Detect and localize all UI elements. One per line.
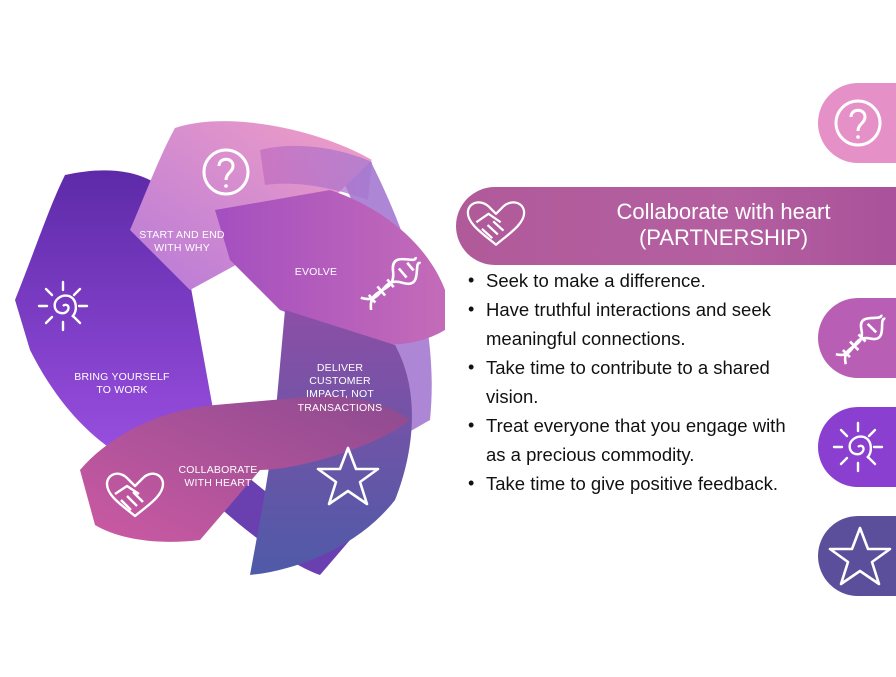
panel-title-line1: Collaborate with heart [616, 199, 831, 224]
svg-text:TO WORK: TO WORK [96, 384, 147, 396]
handshake-icon [105, 472, 165, 518]
dna-icon [360, 256, 422, 311]
star-icon [316, 446, 380, 506]
bullet-item: Treat everyone that you engage with as a… [466, 411, 806, 469]
svg-text:CUSTOMER: CUSTOMER [309, 375, 371, 387]
segment-label-why: START AND END WITH WHY [139, 229, 225, 254]
bullet-item: Take time to give positive feedback. [466, 469, 806, 498]
side-tab-evolve[interactable] [818, 298, 896, 378]
side-tab-bring[interactable] [818, 407, 896, 487]
svg-text:DELIVER: DELIVER [317, 362, 364, 374]
bullet-item: Seek to make a difference. [466, 266, 806, 295]
panel-title-line2: (PARTNERSHIP) [638, 225, 809, 250]
question-icon [202, 148, 250, 196]
bullet-item: Take time to contribute to a shared visi… [466, 353, 806, 411]
handshake-icon [466, 201, 526, 246]
svg-text:IMPACT, NOT: IMPACT, NOT [306, 388, 374, 400]
ribbon-top-curl [260, 145, 372, 200]
segment-evolve [215, 190, 445, 345]
svg-text:BRING YOURSELF: BRING YOURSELF [74, 371, 169, 383]
side-tab-why[interactable] [818, 83, 896, 163]
svg-text:START AND END: START AND END [139, 229, 225, 241]
dna-icon [835, 314, 886, 365]
segment-label-evolve: EVOLVE [295, 266, 337, 278]
side-tab-deliver[interactable] [818, 516, 896, 596]
svg-text:TRANSACTIONS: TRANSACTIONS [298, 402, 383, 414]
panel-title: Collaborate with heart (PARTNERSHIP) [456, 199, 896, 251]
star-icon [828, 526, 892, 586]
sun-spiral-icon [832, 421, 884, 473]
panel-bullet-list: Seek to make a difference. Have truthful… [466, 266, 806, 498]
svg-text:EVOLVE: EVOLVE [295, 266, 337, 278]
svg-text:WITH HEART: WITH HEART [184, 477, 252, 489]
segment-collab [80, 395, 410, 542]
segment-label-collab: COLLABORATE WITH HEART [178, 464, 257, 489]
sun-spiral-icon [37, 280, 89, 332]
segment-label-bring: BRING YOURSELF TO WORK [74, 371, 169, 396]
segment-label-deliver: DELIVER CUSTOMER IMPACT, NOT TRANSACTION… [298, 362, 383, 414]
svg-text:COLLABORATE: COLLABORATE [178, 464, 257, 476]
svg-text:WITH WHY: WITH WHY [154, 242, 210, 254]
question-icon [834, 99, 882, 147]
bullet-item: Have truthful interactions and seek mean… [466, 295, 806, 353]
panel-header-banner: Collaborate with heart (PARTNERSHIP) [456, 187, 896, 265]
